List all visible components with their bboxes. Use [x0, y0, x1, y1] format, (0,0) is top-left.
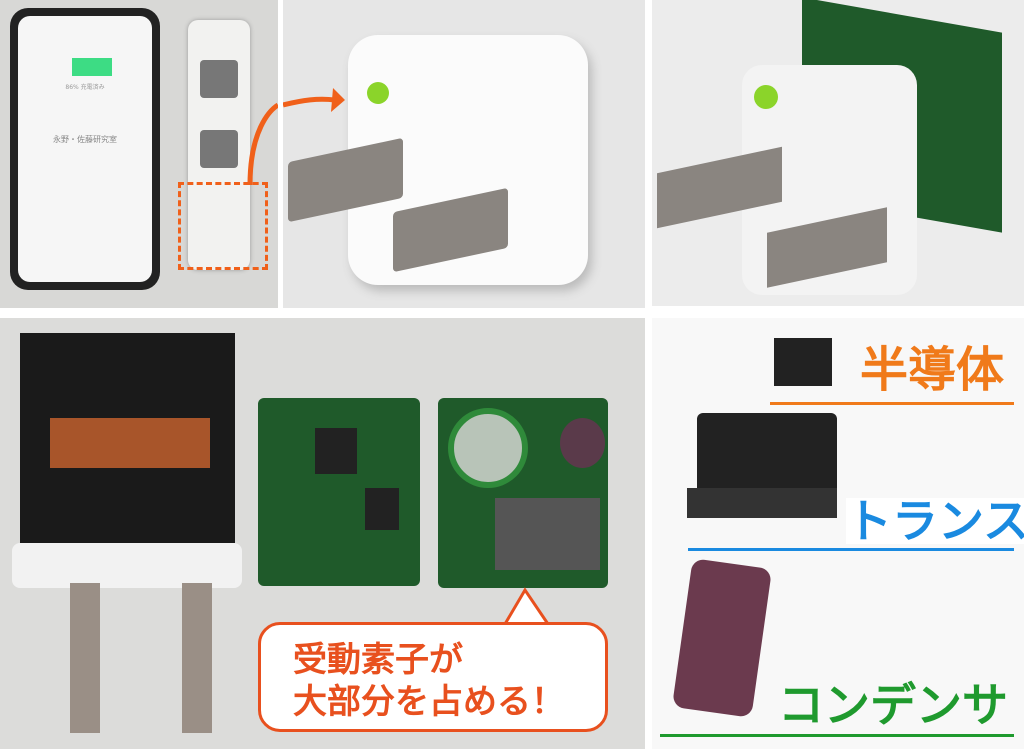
arrow-icon: [283, 88, 345, 112]
semiconductor-part: [774, 338, 832, 386]
callout-bubble: 受動素子が 大部分を占める！: [258, 622, 608, 732]
photo-disassembled: 受動素子が 大部分を占める！: [0, 318, 645, 749]
phone: 86% 充電済み 永野・佐藤研究室: [10, 8, 160, 290]
photo-charger: [283, 0, 645, 308]
prong: [70, 583, 100, 733]
photo-phone-charging: 86% 充電済み 永野・佐藤研究室: [0, 0, 278, 308]
green-dot: [367, 82, 389, 104]
underline-capacitor: [660, 734, 1014, 737]
capacitor-part: [448, 408, 528, 488]
underline-semiconductor: [770, 402, 1014, 405]
label-semiconductor: 半導体: [860, 342, 1005, 398]
battery-text: 86% 充電済み: [65, 84, 105, 91]
power-strip: [188, 20, 250, 270]
battery-icon: [72, 58, 112, 76]
transformer-part: [495, 498, 600, 570]
capacitor-part: [671, 558, 773, 718]
prong: [182, 583, 212, 733]
charger-highlight-box: [178, 182, 268, 270]
transformer-part: [697, 413, 837, 498]
arrow-icon: [247, 102, 278, 186]
underline-transformer: [688, 548, 1014, 551]
callout-line1: 受動素子が: [293, 640, 463, 680]
callout-line2: 大部分を占める！: [293, 682, 565, 722]
screen-text: 永野・佐藤研究室: [53, 135, 117, 144]
photo-opened-charger: [652, 0, 1024, 306]
label-capacitor: コンデンサ: [778, 678, 1008, 732]
label-transformer: トランス: [846, 498, 1024, 544]
